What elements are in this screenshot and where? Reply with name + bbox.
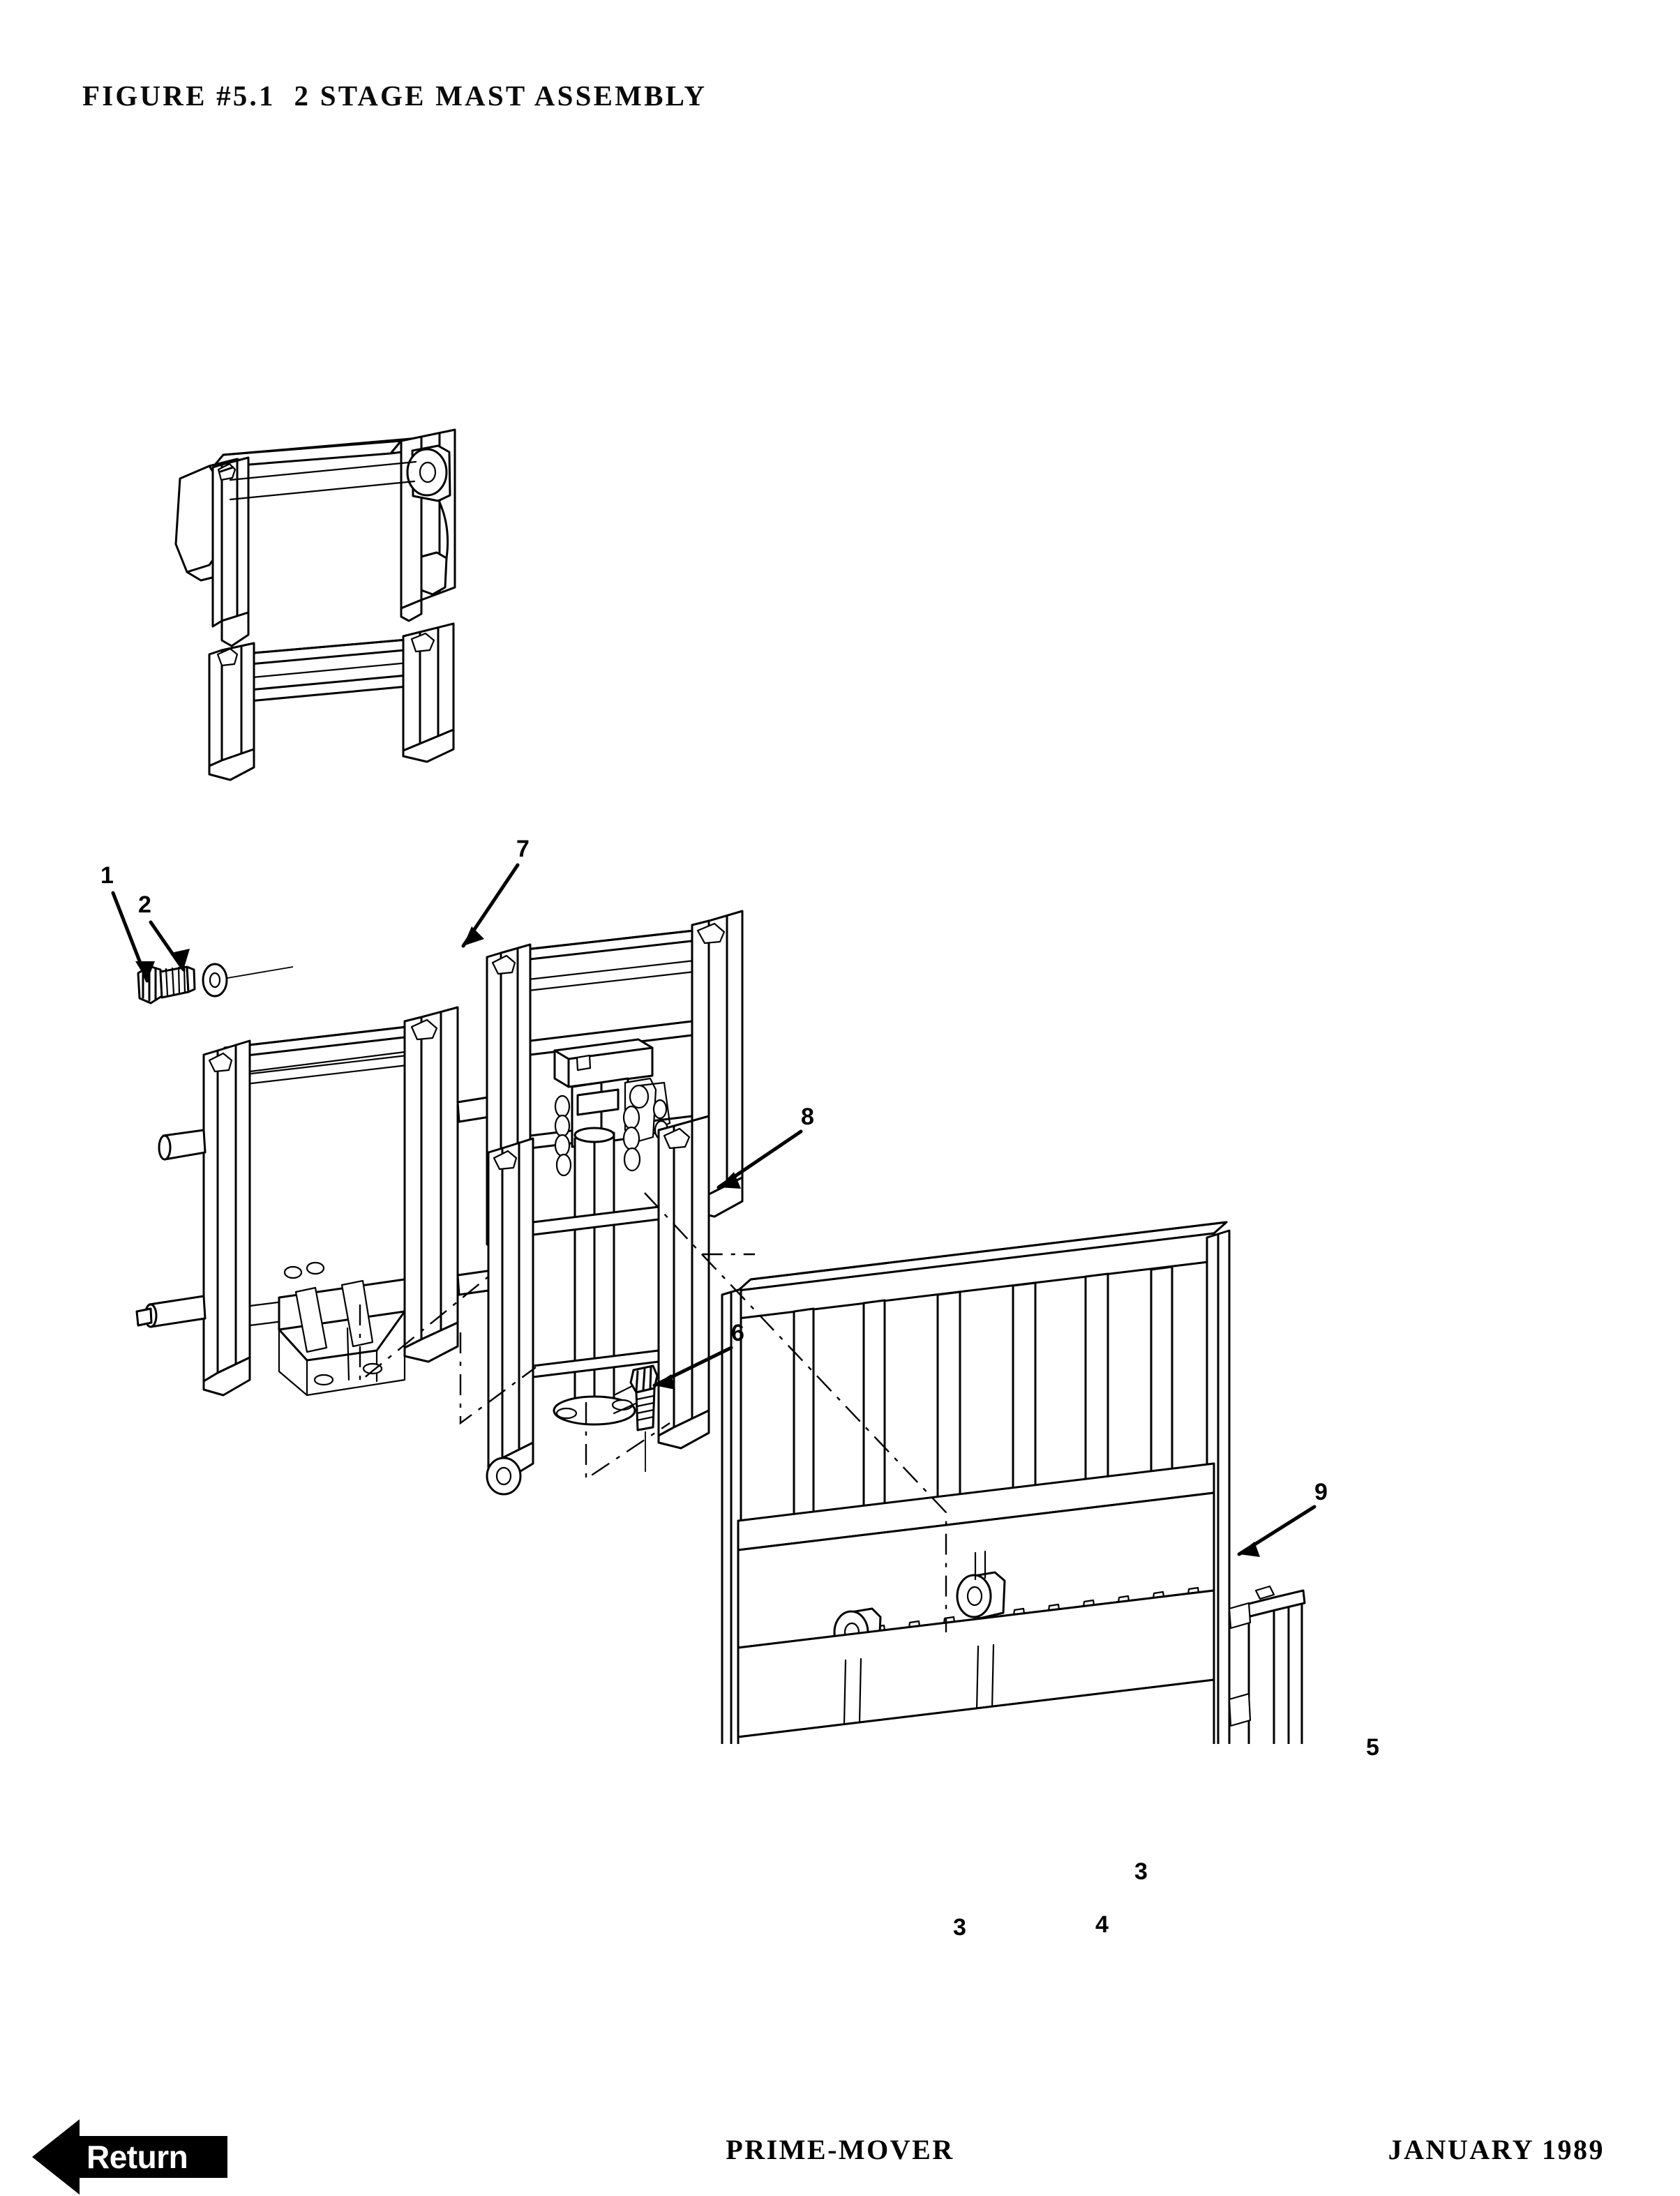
- carriage-roller-right: [956, 1571, 1006, 1620]
- company-name: PRIME-MOVER: [726, 2134, 954, 2165]
- cap-screw-and-washer: [137, 963, 294, 1005]
- callout-7: 7: [516, 836, 530, 862]
- lower-mast-channels: [486, 1115, 710, 1496]
- page-footer: Return PRIME-MOVER JANUARY 1989: [0, 2107, 1680, 2196]
- callout-3-right: 3: [1134, 1858, 1148, 1885]
- callout-8: 8: [801, 1104, 814, 1130]
- callout-3-left: 3: [953, 1914, 966, 1941]
- exploded-assembly-drawing: 1 2 7 8 6 9 5 3 3 4: [0, 335, 1680, 1939]
- top-tilt-bracket-assembly: [174, 428, 456, 647]
- callout-leaders: [111, 863, 1317, 1557]
- callout-4: 4: [1095, 1911, 1109, 1938]
- hex-head-bolt: [629, 1364, 659, 1472]
- assembly-centerlines: [359, 1192, 947, 1632]
- callout-2: 2: [138, 892, 151, 918]
- left-arrow-icon: [32, 2119, 227, 2195]
- publication-date: JANUARY 1989: [1388, 2134, 1605, 2165]
- callout-1: 1: [100, 862, 114, 889]
- fork: [1228, 1585, 1306, 1744]
- callout-9: 9: [1314, 1479, 1328, 1505]
- callout-5: 5: [1366, 1734, 1379, 1761]
- upper-cross-member: [208, 622, 455, 781]
- callout-6: 6: [731, 1320, 744, 1346]
- page-title: FIGURE #5.1 2 STAGE MAST ASSEMBLY: [82, 80, 707, 112]
- outer-mast-frame: [135, 1006, 523, 1397]
- carriage-weldment: [721, 1221, 1231, 1744]
